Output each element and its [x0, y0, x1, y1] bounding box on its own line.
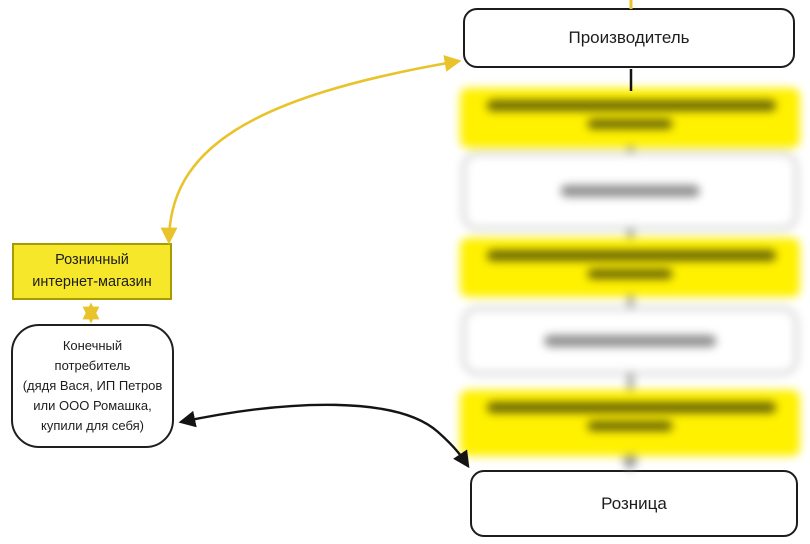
blurred-box-4 — [462, 307, 798, 375]
blurred-chain — [452, 86, 808, 472]
node-online-store: Розничный интернет-магазин — [12, 243, 172, 300]
chain-connector-4 — [628, 373, 633, 392]
arrow-consumer-retail — [178, 403, 470, 469]
blurred-box-5 — [460, 390, 800, 456]
node-retail: Розница — [470, 470, 798, 537]
chain-arrowhead-to-retail — [621, 458, 639, 471]
node-end-consumer: Конечный потребитель (дядя Вася, ИП Петр… — [11, 324, 174, 448]
chain-connector-2 — [628, 228, 633, 240]
blurred-box-3 — [460, 238, 800, 297]
arrow-online-store-manufacturer — [160, 55, 462, 245]
node-manufacturer: Производитель — [463, 8, 795, 68]
chain-connector-3 — [628, 295, 633, 309]
chain-connector-1 — [628, 146, 633, 154]
blurred-box-2 — [462, 152, 798, 230]
blurred-box-1 — [460, 88, 800, 148]
chain-connector-5 — [628, 454, 633, 458]
